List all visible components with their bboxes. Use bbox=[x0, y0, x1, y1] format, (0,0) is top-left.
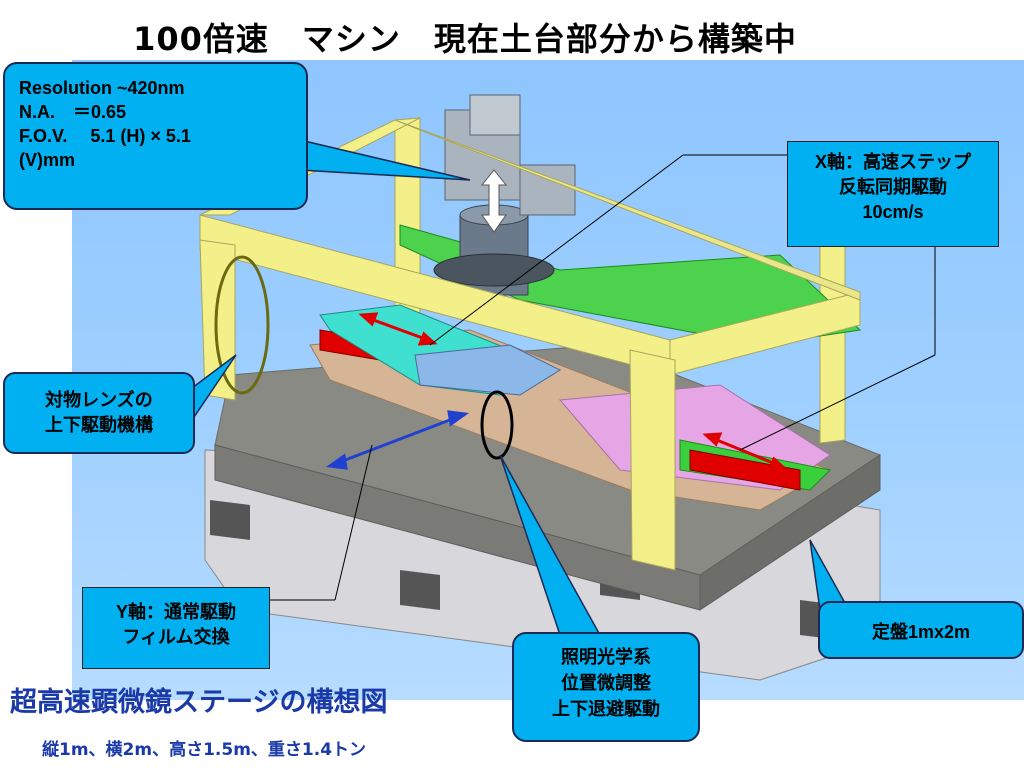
illumination-highlight bbox=[480, 390, 514, 460]
z-axis-arrow bbox=[480, 169, 508, 233]
page-title: 100倍速 マシン 現在土台部分から構築中 bbox=[133, 20, 797, 58]
illumination-callout: 照明光学系 位置微調整 上下退避駆動 bbox=[512, 632, 700, 742]
red-rail-right bbox=[689, 449, 801, 491]
y-axis-line2: フィルム交換 bbox=[122, 627, 230, 647]
illumination-line2: 位置微調整 bbox=[561, 673, 651, 693]
figure-caption: 超高速顕微鏡ステージの構想図 bbox=[10, 687, 388, 718]
resolution-line: Resolution ~420nm bbox=[19, 78, 185, 98]
objective-line2: 上下駆動機構 bbox=[45, 415, 153, 435]
x-axis-arrow-left bbox=[358, 312, 438, 346]
x-axis-arrow-right bbox=[702, 432, 788, 471]
base-feet bbox=[210, 500, 250, 540]
fov-line: F.O.V. 5.1 (H) × 5.1 bbox=[19, 126, 191, 146]
na-line: N.A. ＝0.65 bbox=[19, 102, 127, 122]
frame-top-beam-back bbox=[394, 119, 861, 301]
y-axis-callout: Y軸：通常駆動 フィルム交換 bbox=[82, 587, 270, 669]
objective-drive-callout: 対物レンズの 上下駆動機構 bbox=[3, 372, 195, 454]
illumination-line3: 上下退避駆動 bbox=[552, 699, 660, 719]
fov-line-cont: (V)mm bbox=[19, 150, 76, 170]
x-axis-line1: X軸：高速ステップ bbox=[814, 152, 971, 172]
x-axis-line2: 反転同期駆動 bbox=[839, 177, 947, 197]
resolution-callout: Resolution ~420nm N.A. ＝0.65 F.O.V. 5.1 … bbox=[3, 62, 308, 210]
plate-callout: 定盤1mx2m bbox=[818, 601, 1024, 659]
x-stage-blue-plate bbox=[414, 344, 562, 396]
objective-line1: 対物レンズの bbox=[45, 390, 153, 410]
y-axis-line1: Y軸：通常駆動 bbox=[115, 602, 236, 622]
x-axis-callout: X軸：高速ステップ 反転同期駆動 10cm/s bbox=[787, 141, 999, 247]
illumination-line1: 照明光学系 bbox=[561, 647, 651, 667]
objective-drive-highlight bbox=[214, 255, 270, 395]
frame-front-right-post bbox=[629, 349, 676, 571]
y-axis-arrow bbox=[326, 410, 469, 470]
dimensions-text: 縦1m、横2m、高さ1.5m、重さ1.4トン bbox=[42, 740, 367, 760]
x-axis-line3: 10cm/s bbox=[862, 202, 924, 222]
